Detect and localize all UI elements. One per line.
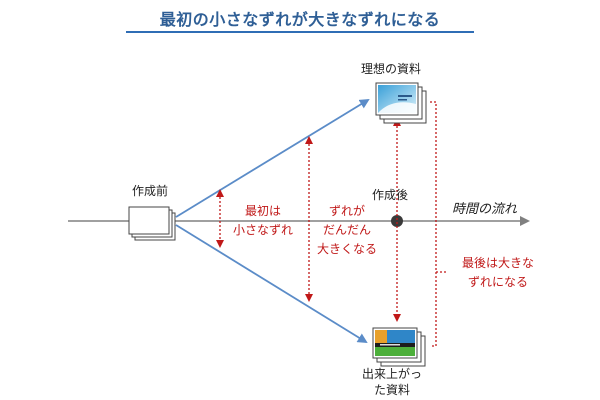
timeline-label: 時間の流れ xyxy=(452,202,518,217)
small-gap-line-1: 最初は xyxy=(244,204,281,218)
after-label: 作成後 xyxy=(372,188,409,202)
final-gap-label: 最後は大きな ずれになる xyxy=(448,254,548,292)
final-gap-line-2: ずれになる xyxy=(467,275,528,289)
small-gap-line-2: 小さなずれ xyxy=(232,223,293,237)
growing-gap-line-3: 大きくなる xyxy=(316,242,377,256)
ideal-document-label: 理想の資料 xyxy=(361,62,422,76)
ideal-path-arrow xyxy=(175,98,370,218)
before-label: 作成前 xyxy=(132,184,169,198)
title-underline xyxy=(126,31,474,33)
small-gap-label: 最初は 小さなずれ xyxy=(228,202,298,240)
actual-label-line-1: 出来上がっ xyxy=(361,367,422,381)
after-point-marker xyxy=(391,215,403,227)
growing-gap-label: ずれが だんだん 大きくなる xyxy=(312,202,382,259)
actual-path-arrow xyxy=(175,224,368,344)
final-gap-line-1: 最後は大きな xyxy=(461,256,534,270)
growing-gap-line-2: だんだん xyxy=(322,223,371,237)
actual-document-icon xyxy=(372,327,426,367)
page-title: 最初の小さなずれが大きなずれになる xyxy=(159,10,441,29)
growing-gap-line-1: ずれが xyxy=(328,204,365,218)
final-gap-bracket xyxy=(430,101,437,347)
ideal-document-icon xyxy=(375,82,427,124)
actual-document-label: 出来上がっ た資料 xyxy=(352,366,432,398)
blank-document-icon xyxy=(128,206,176,241)
actual-label-line-2: た資料 xyxy=(373,383,410,397)
